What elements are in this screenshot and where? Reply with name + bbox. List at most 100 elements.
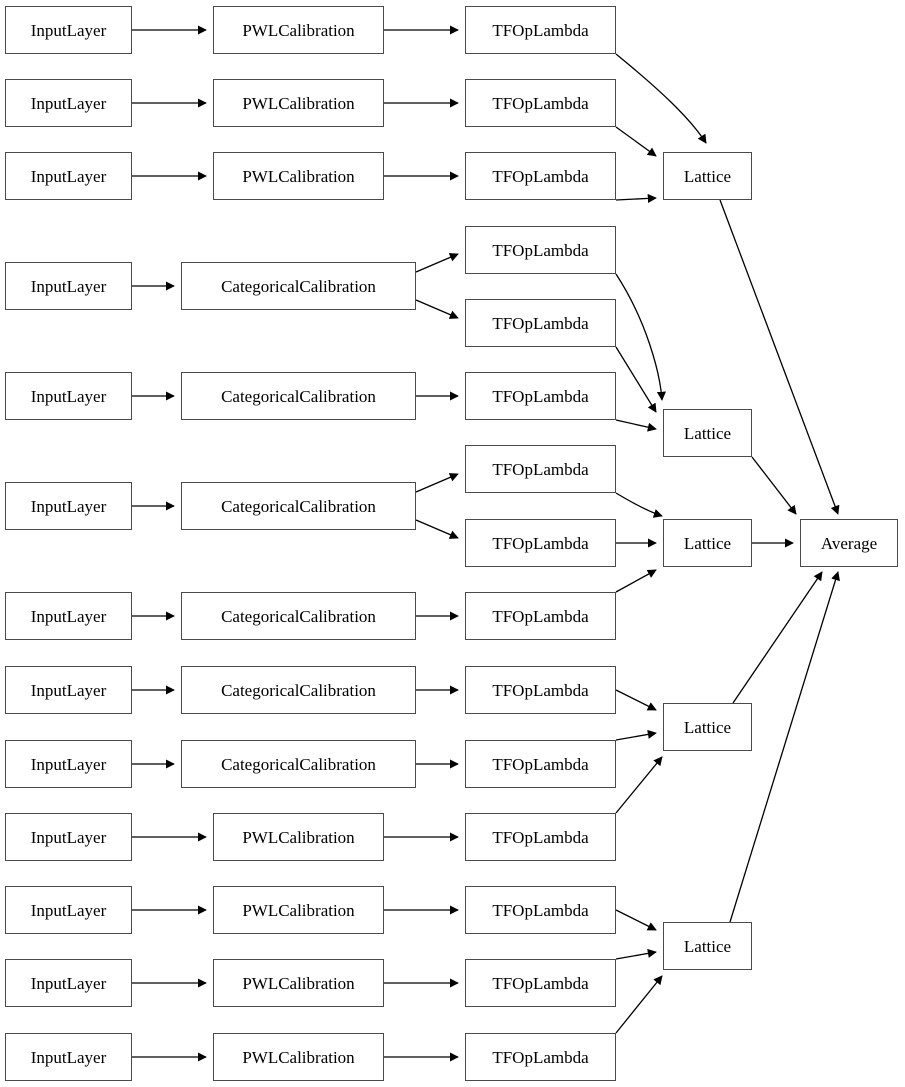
graph-edge-cat1-to-tf4 [415,253,459,273]
graph-node-tf3[interactable]: TFOpLambda [465,152,616,200]
graph-node-cat5[interactable]: CategoricalCalibration [181,666,416,714]
graph-node-label: InputLayer [30,496,107,516]
graph-node-label: TFOpLambda [492,827,589,847]
graph-node-tf9[interactable]: TFOpLambda [465,592,616,640]
graph-edge-tf11-to-lat4 [615,729,657,741]
graph-edge-tf5-to-lat2 [615,346,657,413]
graph-node-lat1[interactable]: Lattice [663,152,752,200]
graph-edge-tf13-to-lat5 [615,909,657,931]
graph-node-tf1[interactable]: TFOpLambda [465,6,616,54]
graph-node-in11[interactable]: InputLayer [5,886,132,934]
graph-node-label: Lattice [683,533,732,553]
graph-node-label: InputLayer [30,276,107,296]
graph-node-in13[interactable]: InputLayer [5,1033,132,1081]
graph-node-in1[interactable]: InputLayer [5,6,132,54]
graph-node-pwl4[interactable]: PWLCalibration [213,813,384,861]
graph-node-lat4[interactable]: Lattice [663,703,752,751]
graph-node-label: InputLayer [30,827,107,847]
graph-node-label: TFOpLambda [492,973,589,993]
graph-edge-tf9-to-lat3 [615,569,657,593]
graph-node-tf6[interactable]: TFOpLambda [465,372,616,420]
graph-node-in5[interactable]: InputLayer [5,372,132,420]
graph-node-label: CategoricalCalibration [221,386,376,406]
graph-node-label: TFOpLambda [492,606,589,626]
graph-node-label: PWLCalibration [242,973,355,993]
graph-node-label: PWLCalibration [242,827,355,847]
graph-node-label: InputLayer [30,93,107,113]
graph-node-tf15[interactable]: TFOpLambda [465,1033,616,1081]
graph-node-tf5[interactable]: TFOpLambda [465,299,616,347]
graph-node-label: Lattice [683,423,732,443]
graph-node-label: InputLayer [30,1047,107,1067]
graph-node-tf13[interactable]: TFOpLambda [465,886,616,934]
graph-node-pwl7[interactable]: PWLCalibration [213,1033,384,1081]
graph-node-label: TFOpLambda [492,900,589,920]
graph-node-label: CategoricalCalibration [221,754,376,774]
graph-node-tf7[interactable]: TFOpLambda [465,445,616,493]
graph-node-pwl6[interactable]: PWLCalibration [213,959,384,1007]
graph-node-label: TFOpLambda [492,240,589,260]
graph-node-label: CategoricalCalibration [221,680,376,700]
graph-edge-cat1-to-tf5 [415,299,459,319]
graph-node-label: InputLayer [30,166,107,186]
graph-node-cat2[interactable]: CategoricalCalibration [181,372,416,420]
graph-node-label: TFOpLambda [492,93,589,113]
graph-node-in8[interactable]: InputLayer [5,666,132,714]
graph-node-label: CategoricalCalibration [221,496,376,516]
graph-edge-tf7-to-lat3 [615,492,663,518]
graph-node-in7[interactable]: InputLayer [5,592,132,640]
graph-node-lat5[interactable]: Lattice [663,922,752,970]
graph-edge-tf14-to-lat5 [615,948,657,960]
graph-node-in4[interactable]: InputLayer [5,262,132,310]
graph-edge-tf3-to-lat1 [615,193,657,203]
graph-node-in3[interactable]: InputLayer [5,152,132,200]
graph-node-label: InputLayer [30,680,107,700]
graph-node-in6[interactable]: InputLayer [5,482,132,530]
graph-node-in10[interactable]: InputLayer [5,813,132,861]
graph-node-cat4[interactable]: CategoricalCalibration [181,592,416,640]
graph-node-pwl2[interactable]: PWLCalibration [213,79,384,127]
graph-node-label: InputLayer [30,386,107,406]
graph-node-label: TFOpLambda [492,680,589,700]
graph-node-tf4[interactable]: TFOpLambda [465,226,616,274]
graph-node-label: TFOpLambda [492,533,589,553]
graph-node-avg[interactable]: Average [800,519,898,567]
graph-node-cat1[interactable]: CategoricalCalibration [181,262,416,310]
graph-node-label: TFOpLambda [492,1047,589,1067]
graph-node-label: TFOpLambda [492,754,589,774]
graph-node-label: CategoricalCalibration [221,606,376,626]
graph-edge-tf1-to-lat1 [615,53,707,144]
graph-node-in12[interactable]: InputLayer [5,959,132,1007]
graph-edge-tf12-to-lat4 [615,756,663,814]
graph-edge-cat3-to-tf7 [415,473,459,493]
graph-node-label: CategoricalCalibration [221,276,376,296]
graph-node-label: PWLCalibration [242,20,355,40]
graph-node-label: TFOpLambda [492,20,589,40]
graph-node-tf8[interactable]: TFOpLambda [465,519,616,567]
graph-edge-lat1-to-avg [719,199,840,515]
graph-node-in9[interactable]: InputLayer [5,740,132,788]
graph-node-cat3[interactable]: CategoricalCalibration [181,482,416,530]
graph-node-lat3[interactable]: Lattice [663,519,752,567]
graph-node-label: Lattice [683,717,732,737]
graph-node-cat6[interactable]: CategoricalCalibration [181,740,416,788]
graph-node-tf10[interactable]: TFOpLambda [465,666,616,714]
graph-node-tf14[interactable]: TFOpLambda [465,959,616,1007]
graph-node-pwl1[interactable]: PWLCalibration [213,6,384,54]
graph-node-label: TFOpLambda [492,386,589,406]
graph-node-tf11[interactable]: TFOpLambda [465,740,616,788]
graph-node-lat2[interactable]: Lattice [663,409,752,457]
graph-node-tf12[interactable]: TFOpLambda [465,813,616,861]
graph-node-in2[interactable]: InputLayer [5,79,132,127]
graph-node-label: PWLCalibration [242,93,355,113]
graph-node-label: InputLayer [30,20,107,40]
graph-node-label: TFOpLambda [492,166,589,186]
graph-node-pwl5[interactable]: PWLCalibration [213,886,384,934]
graph-edge-tf10-to-lat4 [615,689,657,711]
graph-node-tf2[interactable]: TFOpLambda [465,79,616,127]
graph-node-label: InputLayer [30,606,107,626]
graph-node-pwl3[interactable]: PWLCalibration [213,152,384,200]
graph-node-label: PWLCalibration [242,166,355,186]
